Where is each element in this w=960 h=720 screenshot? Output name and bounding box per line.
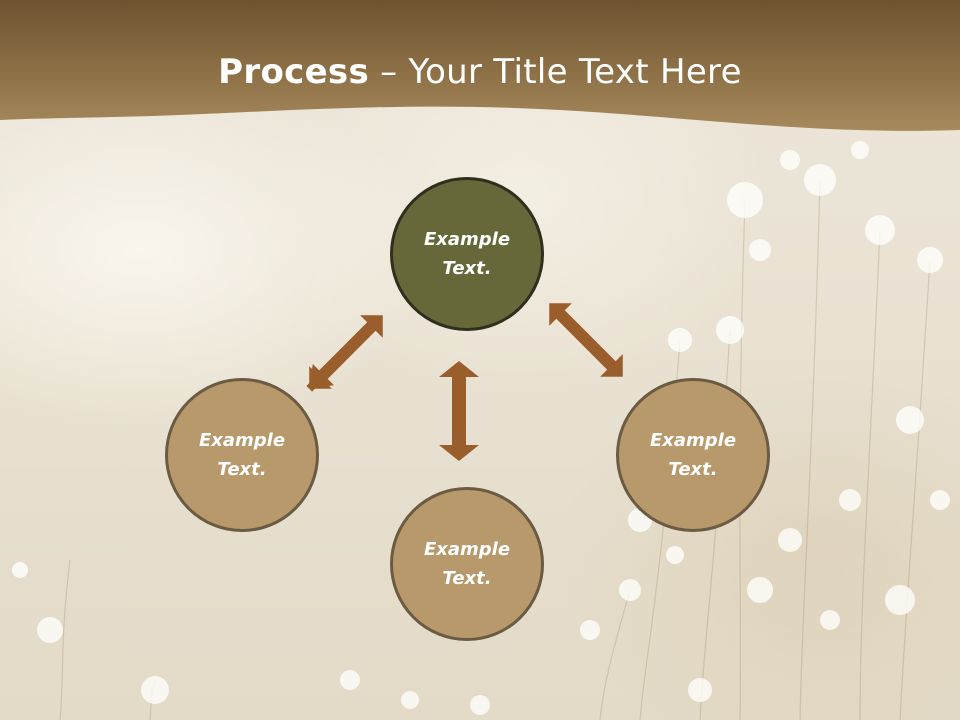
node-label: Example Text. <box>423 229 511 279</box>
node-label: Example Text. <box>198 430 286 480</box>
header-band <box>0 0 960 131</box>
cycle-node-bottom: Example Text. <box>390 487 544 641</box>
node-label: Example Text. <box>423 539 511 589</box>
cycle-node-right: Example Text. <box>616 378 770 532</box>
node-label: Example Text. <box>649 430 737 480</box>
slide-title: Process – Your Title Text Here <box>0 52 960 92</box>
cycle-node-top: Example Text. <box>390 177 544 331</box>
cycle-node-left: Example Text. <box>165 378 319 532</box>
title-bold: Process <box>218 52 370 92</box>
arrow-right-diagonal <box>549 303 623 377</box>
title-rest: – Your Title Text Here <box>369 52 742 92</box>
arrow-left-diagonal <box>306 315 383 392</box>
arrow-vertical <box>439 361 479 461</box>
